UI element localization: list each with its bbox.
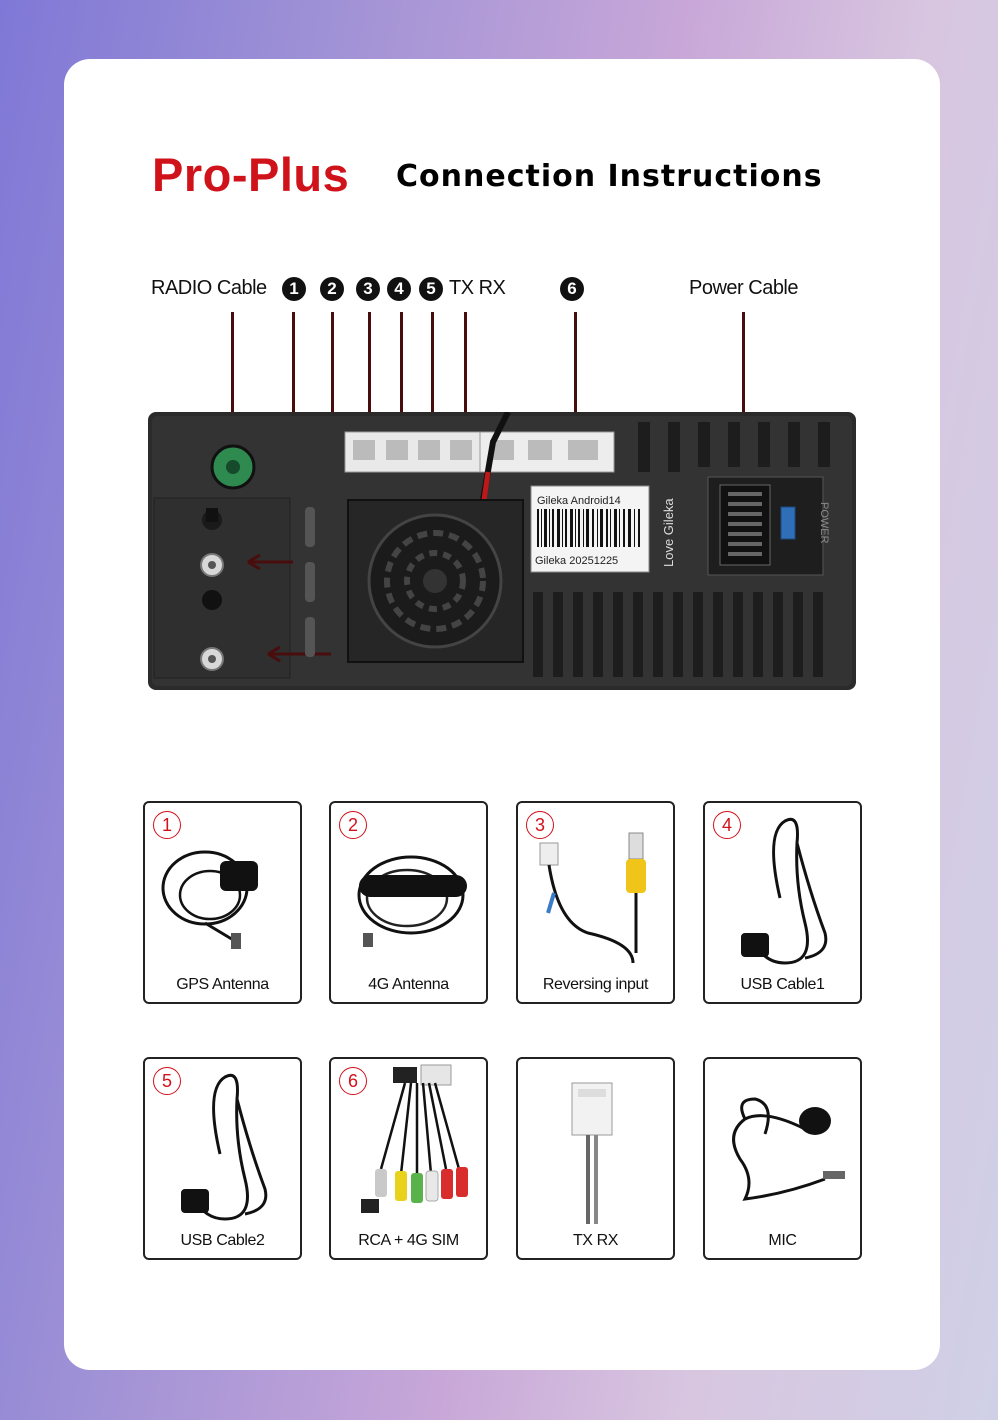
callout-4: 4 xyxy=(387,277,411,301)
caption: MIC xyxy=(768,1232,797,1249)
txrx-label: TX RX xyxy=(449,277,506,299)
arrow-radio xyxy=(231,312,234,452)
arrow-6 xyxy=(574,312,577,442)
txrx-connector-image xyxy=(571,1082,613,1224)
arrow-3 xyxy=(368,312,371,442)
arrow-power xyxy=(742,312,745,477)
unit-label-line2: Gileka 20251225 xyxy=(535,555,618,567)
caption: TX RX xyxy=(572,1232,619,1249)
usb-cable1-image xyxy=(741,817,828,965)
page-title: Connection Instructions xyxy=(396,159,823,194)
caption: RCA + 4G SIM xyxy=(358,1232,459,1249)
arrow-4 xyxy=(400,312,403,442)
badge-4: 4 xyxy=(713,811,741,839)
accessory-rca-4g-sim: 6 RCA + 4G SIM xyxy=(329,1057,488,1260)
caption: GPS Antenna xyxy=(176,976,269,993)
arrow-5 xyxy=(431,312,434,442)
radio-cable-label: RADIO Cable xyxy=(151,277,267,299)
accessory-4g-antenna: 2 4G Antenna xyxy=(329,801,488,1004)
badge-5: 5 xyxy=(153,1067,181,1095)
brand-title: Pro-Plus xyxy=(152,148,350,201)
unit-label-side: Love Gileka xyxy=(661,498,676,567)
callout-3: 3 xyxy=(356,277,380,301)
4g-antenna-image xyxy=(357,855,467,947)
reversing-input-image xyxy=(539,832,646,964)
caption: USB Cable2 xyxy=(180,1232,265,1249)
badge-1: 1 xyxy=(153,811,181,839)
arrow-txrx xyxy=(464,312,467,442)
accessory-txrx: TX RX xyxy=(516,1057,675,1260)
power-cable-label: Power Cable xyxy=(689,277,799,299)
callout-5: 5 xyxy=(419,277,443,301)
accessory-gps-antenna: 1 GPS Antenna xyxy=(143,801,302,1004)
caption: 4G Antenna xyxy=(368,976,449,993)
mic-image xyxy=(732,1097,845,1201)
badge-6: 6 xyxy=(339,1067,367,1095)
badge-3: 3 xyxy=(526,811,554,839)
callout-6: 6 xyxy=(560,277,584,301)
rca-harness-image xyxy=(361,1064,468,1213)
accessory-usb-cable2: 5 USB Cable2 xyxy=(143,1057,302,1260)
unit-label-line1: Gileka Android14 xyxy=(537,495,621,507)
gps-antenna-image xyxy=(161,850,258,949)
power-text: POWER xyxy=(818,502,830,544)
callout-1: 1 xyxy=(282,277,306,301)
usb-cable2-image xyxy=(181,1073,268,1221)
accessory-usb-cable1: 4 USB Cable1 xyxy=(703,801,862,1004)
caption: USB Cable1 xyxy=(740,976,825,993)
head-unit-rear-image: Gileka Android14 Gileka 20251225 Love Gi… xyxy=(148,412,856,690)
accessory-mic: MIC xyxy=(703,1057,862,1260)
badge-2: 2 xyxy=(339,811,367,839)
callout-2: 2 xyxy=(320,277,344,301)
accessory-reversing-input: 3 Reversing input xyxy=(516,801,675,1004)
caption: Reversing input xyxy=(542,976,649,993)
